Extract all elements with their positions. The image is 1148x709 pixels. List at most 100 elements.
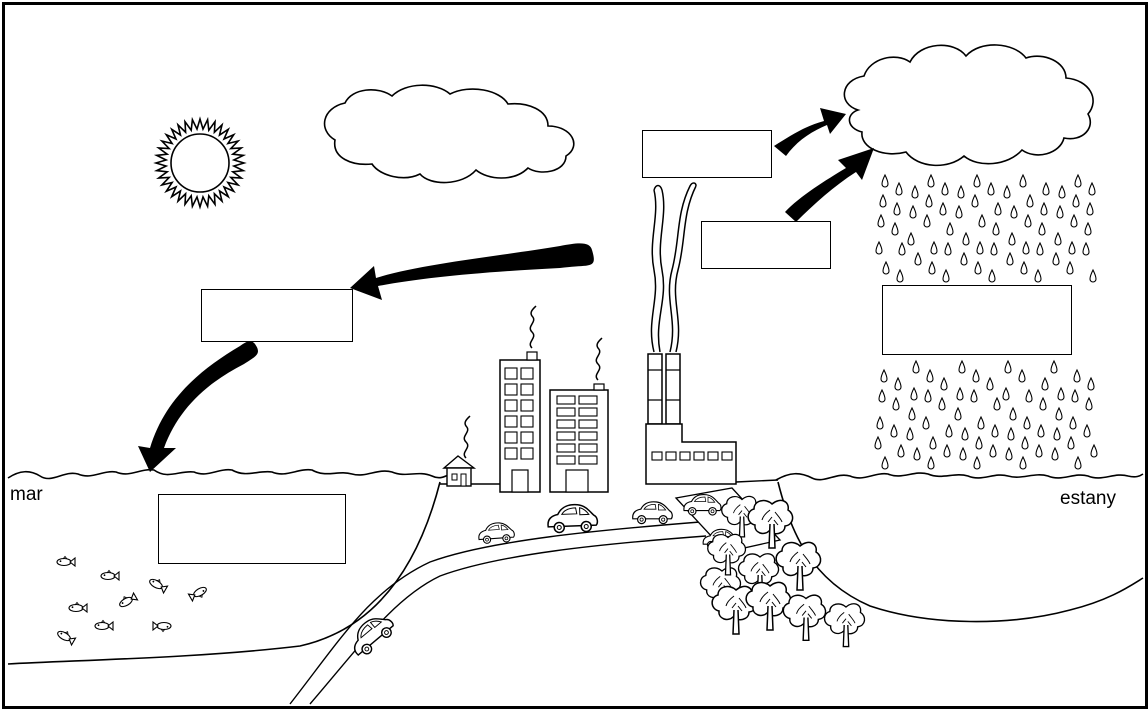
rain-drop <box>876 416 884 430</box>
rain-drop <box>1003 185 1011 199</box>
rain-drop <box>923 214 931 228</box>
rain-drop <box>930 241 938 255</box>
rain-drop <box>1054 232 1062 246</box>
rain-drop <box>907 232 915 246</box>
fish-icon <box>100 569 120 581</box>
rain-drop <box>879 194 887 208</box>
sea-basin <box>7 481 441 665</box>
rain-drop <box>1089 269 1097 283</box>
rain-drop <box>975 436 983 450</box>
fish-icon <box>116 591 139 610</box>
rain-drop <box>875 241 883 255</box>
rain-drop <box>1082 242 1090 256</box>
rain-drop <box>1038 222 1046 236</box>
tree <box>782 594 827 642</box>
rain-drop <box>1034 269 1042 283</box>
rain-drop <box>1067 436 1075 450</box>
rain-drop <box>1072 194 1080 208</box>
rain-drop <box>925 194 933 208</box>
tall-building <box>499 305 541 493</box>
rain-drop <box>1056 205 1064 219</box>
rain-drop <box>1055 407 1063 421</box>
rain-drop <box>1084 222 1092 236</box>
rain-drop <box>928 261 936 275</box>
rain-drop <box>909 205 917 219</box>
rain-drop <box>895 182 903 196</box>
rain-drop <box>978 214 986 228</box>
rain-drop <box>940 377 948 391</box>
pond-surface-wave <box>775 472 1144 481</box>
sea-box[interactable] <box>158 494 346 564</box>
rain-drop <box>992 222 1000 236</box>
rain-drop <box>944 242 952 256</box>
rain-drop <box>1036 242 1044 256</box>
arrow-to-clouds-upper <box>774 108 846 156</box>
rain-drop <box>1024 214 1032 228</box>
rain-drop <box>1019 456 1027 470</box>
rain-drop <box>908 407 916 421</box>
rain-drop <box>913 447 921 461</box>
precipitation-box[interactable] <box>882 285 1072 355</box>
rain-drop <box>994 202 1002 216</box>
rain-drop <box>993 397 1001 411</box>
fish-school <box>55 555 210 646</box>
rain-drop <box>927 174 935 188</box>
rain-drop <box>990 242 998 256</box>
condensation-transport-box[interactable] <box>201 289 353 342</box>
rain-drop <box>954 407 962 421</box>
mid-building <box>549 337 609 493</box>
rain-drop <box>1026 194 1034 208</box>
rain-drop <box>958 360 966 374</box>
rain-drop <box>1008 232 1016 246</box>
house-icon <box>442 415 477 487</box>
rain-drop <box>973 174 981 188</box>
arrow-to-sea <box>138 341 258 472</box>
rain-drop <box>1088 182 1096 196</box>
rain-drop <box>986 377 994 391</box>
rain-drop <box>1006 252 1014 266</box>
rain-drop <box>1020 261 1028 275</box>
car <box>344 608 399 661</box>
rain-drop <box>1074 174 1082 188</box>
rain-drop <box>1040 202 1048 216</box>
rain-drop <box>1057 387 1065 401</box>
rain-drop <box>938 397 946 411</box>
rain-drop <box>955 205 963 219</box>
rain-drop <box>927 456 935 470</box>
car <box>546 503 599 534</box>
rain-drop <box>939 202 947 216</box>
rain-drop <box>911 185 919 199</box>
rain-drop <box>890 424 898 438</box>
road <box>289 521 707 705</box>
rain-drop <box>1086 202 1094 216</box>
fish-icon <box>68 601 88 613</box>
rain-drop <box>912 360 920 374</box>
rain-drop <box>960 252 968 266</box>
rain-drop <box>874 436 882 450</box>
fish-icon <box>187 584 210 603</box>
rain-drop <box>1041 377 1049 391</box>
rain-drop <box>922 416 930 430</box>
rain-drop <box>972 369 980 383</box>
rain-drop <box>956 387 964 401</box>
sea-surface-wave <box>7 468 451 480</box>
rain-drop <box>962 232 970 246</box>
rain-drop <box>1004 360 1012 374</box>
rain-drop <box>988 269 996 283</box>
rain-drop <box>991 424 999 438</box>
rain-drop <box>1051 447 1059 461</box>
rain-drop <box>1087 377 1095 391</box>
rain-drop <box>1070 214 1078 228</box>
cloud-left <box>323 84 575 184</box>
rain-drop <box>894 377 902 391</box>
transpiration-box[interactable] <box>701 221 831 269</box>
rain-drop <box>974 261 982 275</box>
tree <box>823 603 866 648</box>
evaporation-box[interactable] <box>642 130 772 178</box>
rain-drop <box>881 456 889 470</box>
fish-icon <box>147 575 169 594</box>
rain-drop <box>1005 447 1013 461</box>
rain-drop <box>1018 369 1026 383</box>
fish-icon <box>56 555 76 567</box>
rain-drop <box>1066 261 1074 275</box>
